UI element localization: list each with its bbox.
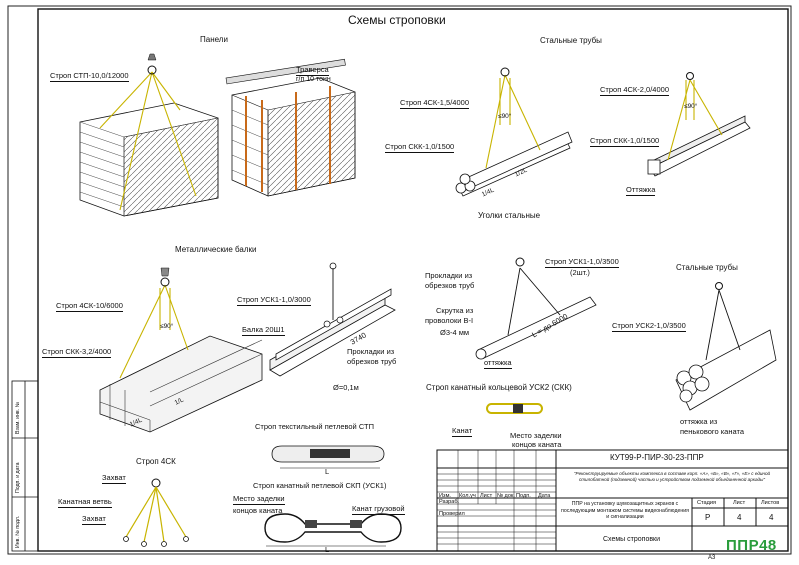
- doc-description: ППР на установку шумозащитных экранов с …: [561, 501, 689, 520]
- doc-object: "Реконструируемые объекты комплекса в со…: [573, 471, 771, 482]
- sheet-name: Схемы строповки: [603, 536, 661, 543]
- section-panels: Панели: [200, 35, 228, 44]
- label-pipes-skk: Строп СКК-1,0/1500: [385, 142, 455, 153]
- label-beam-pads-1: Прокладки из: [347, 347, 395, 356]
- label-beam-usk: Строп УСК1-1,0/3000: [237, 295, 311, 306]
- label-traverse-2: г/п 10 тонн: [296, 76, 331, 83]
- inner-frame: [37, 8, 789, 552]
- label-textile-title: Строп текстильный петлевой СТП: [255, 422, 374, 431]
- col-sign: Подп.: [516, 493, 531, 499]
- stamp-orig-inv: Инв. № подл.: [15, 515, 21, 548]
- section-steel-pipes-top: Стальные трубы: [540, 36, 602, 45]
- label-beams-skk: Строп СКК-3,2/4000: [42, 347, 112, 358]
- label-rope: Канат: [452, 426, 473, 437]
- panels-traverse: [225, 58, 356, 197]
- label-ring-title: Строп канатный кольцевой УСК2 (СКК): [426, 383, 572, 392]
- label-usk2: Строп УСК2-1,0/3500: [612, 321, 686, 332]
- label-twist-2: проволоки В-I: [425, 316, 474, 325]
- stage-value: Р: [705, 513, 711, 522]
- col-doc: № док.: [497, 493, 515, 499]
- beam-20sh1: [269, 262, 396, 377]
- page-title: Схемы строповки: [348, 13, 446, 27]
- label-seal-2: концов каната: [512, 440, 562, 449]
- label-pipe-pads-1: Прокладки из: [425, 271, 473, 280]
- label-pipe-tie: оттяжка: [484, 358, 512, 369]
- angles-bundle: [647, 72, 751, 177]
- sling-4sk: [123, 478, 189, 547]
- company-logo: ППР48: [726, 537, 777, 554]
- label-beam-pads-2: обрезков труб: [347, 357, 397, 366]
- label-skp-title: Строп канатный петлевой СКП (УСК1): [253, 481, 387, 490]
- col-kol: Кол.уч: [459, 493, 476, 499]
- label-sk4-hook2: Захват: [82, 514, 106, 525]
- label-angles-4sk: Строп 4СК-2,0/4000: [600, 85, 669, 96]
- sheets-header: Листов: [761, 500, 780, 506]
- label-angles-skk: Строп СКК-1,0/1500: [590, 136, 660, 147]
- label-beams-4sk: Строп 4СК-10/6000: [56, 301, 123, 312]
- pipe-usk1: [475, 257, 597, 360]
- textile-sling: [271, 445, 385, 469]
- label-skp-rope: Канат грузовой: [352, 504, 405, 515]
- label-sk4-hook: Захват: [102, 473, 126, 484]
- label-twist-1: Скрутка из: [436, 306, 474, 315]
- pipes-bundle-right: [675, 282, 777, 411]
- col-date: Дата: [538, 493, 551, 499]
- label-pipe-pads-2: обрезков труб: [425, 281, 475, 290]
- label-pipe-usk-1: Строп УСК1-1,0/3500: [545, 257, 619, 268]
- dim-textile-L: L: [325, 467, 330, 476]
- label-seal-1: Место заделки: [510, 431, 562, 440]
- angle-pipes: ≤90°: [498, 113, 512, 120]
- label-sk4-title: Строп 4СК: [136, 457, 176, 466]
- label-pipe-usk-2: (2шт.): [570, 268, 590, 277]
- label-skp-seal-1: Место заделки: [233, 494, 285, 505]
- doc-code: КУТ99-Р-ПИР-30-23-ППР: [610, 453, 704, 462]
- label-stp: Строп СТП-10,0/12000: [50, 71, 129, 82]
- outer-frame: [7, 5, 792, 555]
- dim-skp-L: L: [325, 545, 330, 554]
- sheets-value: 4: [769, 513, 774, 522]
- sheet-header: Лист: [733, 500, 746, 506]
- section-steel-pipes-right: Стальные трубы: [676, 263, 738, 272]
- label-hemp-2: пенькового каната: [680, 427, 745, 436]
- skp-sling: [264, 513, 402, 547]
- label-skp-seal-2: концов каната: [233, 506, 283, 515]
- title-block-grid: [436, 449, 789, 552]
- label-hemp-1: оттяжка из: [680, 417, 718, 426]
- label-beam-name: Балка 20Ш1: [242, 325, 285, 336]
- col-list: Лист: [480, 493, 493, 499]
- label-sk4-branch: Канатная ветвь: [58, 497, 112, 508]
- stamp-replace-inv: Взам. инв. №: [15, 401, 21, 434]
- beams-stack: [99, 267, 263, 433]
- side-stamp: [11, 380, 39, 552]
- pipes-bundle: [455, 67, 573, 197]
- col-izm: Изм.: [439, 493, 451, 499]
- stamp-sign-date: Подп. и дата: [15, 462, 21, 493]
- section-steel-angles: Уголки стальные: [478, 211, 541, 220]
- angle-angles: ≤90°: [684, 103, 698, 110]
- role-checker: Проверил: [439, 511, 465, 517]
- sheet-value: 4: [737, 513, 742, 522]
- label-pipes-4sk: Строп 4СК-1,5/4000: [400, 98, 469, 109]
- ring-sling: [486, 403, 543, 414]
- panels-stack-slung: [79, 53, 219, 217]
- stage-header: Стадия: [697, 500, 717, 506]
- label-traverse-1: Траверса: [296, 65, 329, 76]
- section-metal-beams: Металлические балки: [175, 245, 257, 254]
- label-twist-3: Ø3-4 мм: [440, 328, 470, 337]
- angle-beams: ≤90°: [160, 323, 174, 330]
- label-beam-d: Ø=0,1м: [333, 383, 359, 392]
- role-developer: Разраб.: [439, 499, 460, 505]
- page-format: А3: [708, 555, 716, 561]
- label-angles-tie: Оттяжка: [626, 185, 656, 196]
